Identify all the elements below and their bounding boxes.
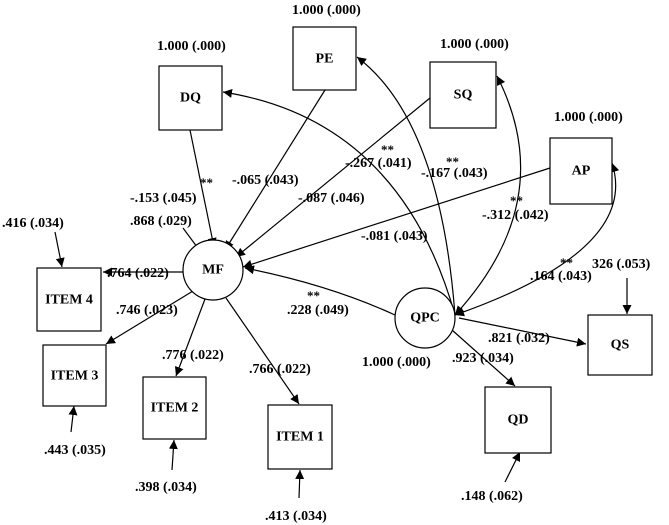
path-qpc-qd [451, 329, 516, 387]
error-arrow-qd [504, 451, 521, 483]
variance-sq: 1.000 (.000) [440, 37, 509, 52]
node-label-qpc: QPC [410, 311, 440, 326]
coef-qpc-sq: -.312 (.042) [482, 208, 549, 223]
node-label-ap: AP [572, 164, 591, 179]
path-labels: -.153 (.045) -.065 (.043) -.087 (.046) -… [107, 156, 592, 377]
path-qpc-dq [222, 88, 456, 316]
edges [54, 56, 632, 499]
variance-item1: .413 (.034) [265, 509, 327, 524]
coef-mf-item1: .766 (.022) [249, 362, 311, 377]
coef-ap-mf: -.081 (.043) [361, 229, 428, 244]
variance-ap: 1.000 (.000) [554, 110, 623, 125]
variance-item4: .416 (.034) [2, 216, 64, 231]
node-label-item2: ITEM 2 [151, 401, 199, 416]
path-pe-mf [224, 89, 326, 251]
node-label-dq: DQ [180, 91, 201, 106]
node-item2: ITEM 2 [142, 376, 207, 440]
variance-item2: .398 (.034) [135, 480, 197, 495]
coef-qpc-qd: .923 (.034) [452, 351, 514, 366]
variance-qd: .148 (.062) [461, 489, 523, 504]
path-dq-mf [189, 129, 217, 248]
node-qpc: QPC [394, 287, 456, 349]
node-dq: DQ [158, 65, 223, 131]
coef-qpc-pe: -.167 (.043) [421, 166, 488, 181]
sig-qpc-sq: ** [510, 193, 523, 208]
node-pe: PE [292, 26, 357, 91]
node-label-item3: ITEM 3 [51, 369, 99, 384]
node-mf: MF [182, 239, 244, 301]
path-qpc-ap [454, 162, 620, 317]
coef-dq-mf: -.153 (.045) [130, 191, 197, 206]
node-label-pe: PE [316, 52, 334, 67]
node-qs: QS [587, 314, 653, 376]
sig-qpc-mf: ** [307, 288, 320, 303]
variance-labels: 1.000 (.000) 1.000 (.000) 1.000 (.000) 1… [2, 3, 651, 524]
coef-qpc-ap: .164 (.043) [530, 269, 592, 284]
path-mf-item3 [105, 290, 194, 345]
path-sq-mf [235, 97, 431, 258]
node-label-sq: SQ [454, 88, 473, 103]
node-item1: ITEM 1 [267, 404, 333, 470]
node-item4: ITEM 4 [36, 267, 102, 332]
node-label-item1: ITEM 1 [276, 430, 324, 445]
variance-qs: 326 (.053) [592, 257, 651, 272]
sig-qpc-ap: ** [560, 255, 573, 270]
variance-dq: 1.000 (.000) [157, 39, 226, 54]
coef-sq-mf: -.087 (.046) [298, 191, 365, 206]
variance-qpc: 1.000 (.000) [362, 355, 431, 370]
path-qpc-pe [356, 56, 456, 316]
node-label-qd: QD [508, 413, 529, 428]
node-label-qs: QS [611, 338, 630, 353]
node-qd: QD [484, 386, 552, 454]
coef-pe-mf: -.065 (.043) [232, 173, 299, 188]
error-arrow-item1 [295, 469, 305, 499]
coef-mf-item3: .746 (.023) [116, 303, 178, 318]
variance-item3: .443 (.035) [44, 443, 106, 458]
node-sq: SQ [429, 61, 497, 129]
node-label-item4: ITEM 4 [45, 293, 93, 308]
coef-qpc-dq: -.267 (.041) [345, 156, 412, 171]
variance-mf: .868 (.029) [130, 214, 192, 229]
coef-qpc-mf: .228 (.049) [287, 303, 349, 318]
error-arrow-item2 [168, 439, 178, 471]
coef-mf-item4: .764 (.022) [107, 266, 169, 281]
significance-markers: ** ** ** ** ** ** [200, 142, 573, 303]
path-qpc-qs [458, 317, 587, 347]
variance-pe: 1.000 (.000) [292, 3, 361, 18]
coef-mf-item2: .776 (.022) [162, 348, 224, 363]
sig-dq-mf: ** [200, 175, 213, 190]
coef-qpc-qs: .821 (.032) [488, 331, 550, 346]
error-arrow-item4 [54, 231, 65, 268]
node-item3: ITEM 3 [42, 344, 107, 407]
path-mf-item1 [225, 297, 300, 405]
sig-qpc-pe: ** [446, 154, 459, 169]
node-ap: AP [549, 137, 613, 205]
node-label-mf: MF [202, 263, 224, 278]
sig-qpc-dq: ** [381, 142, 394, 157]
path-qpc-mf [244, 265, 396, 316]
path-mf-item2 [174, 298, 206, 377]
error-arrow-item3 [68, 405, 78, 433]
